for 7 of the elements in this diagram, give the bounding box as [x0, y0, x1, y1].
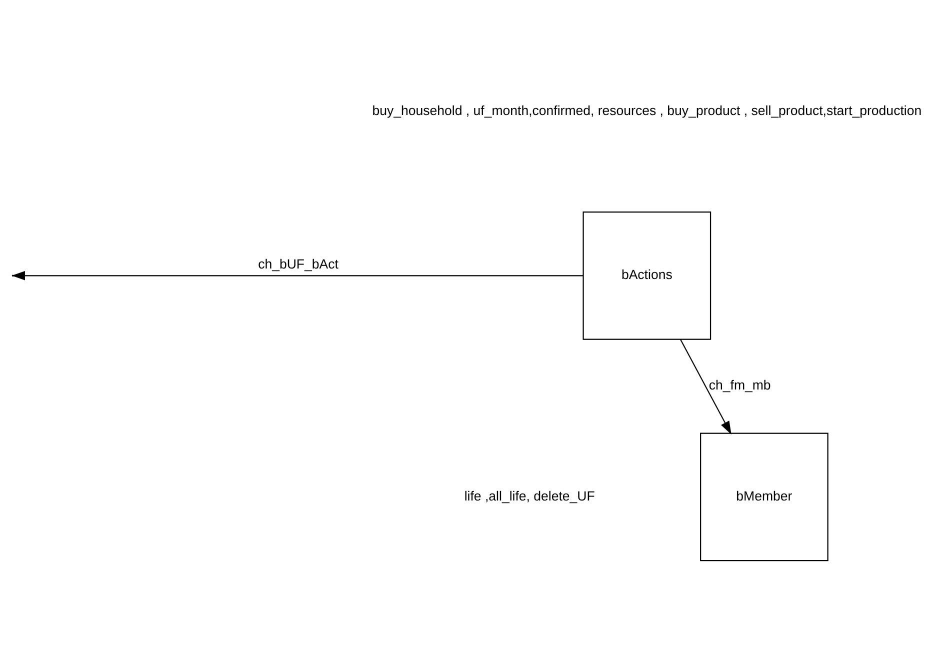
- label: life ,all_life, delete_UF: [464, 488, 595, 504]
- node-box: bMember: [700, 432, 828, 562]
- edge-label: ch_fm_mb: [708, 378, 771, 393]
- arrow: [680, 339, 732, 435]
- edge-label: ch_bUF_bAct: [258, 256, 338, 272]
- node-box: bActions: [582, 211, 712, 340]
- label: buy_household , uf_month,confirmed, resources , buy_product , sell_product,start_production: [372, 102, 922, 118]
